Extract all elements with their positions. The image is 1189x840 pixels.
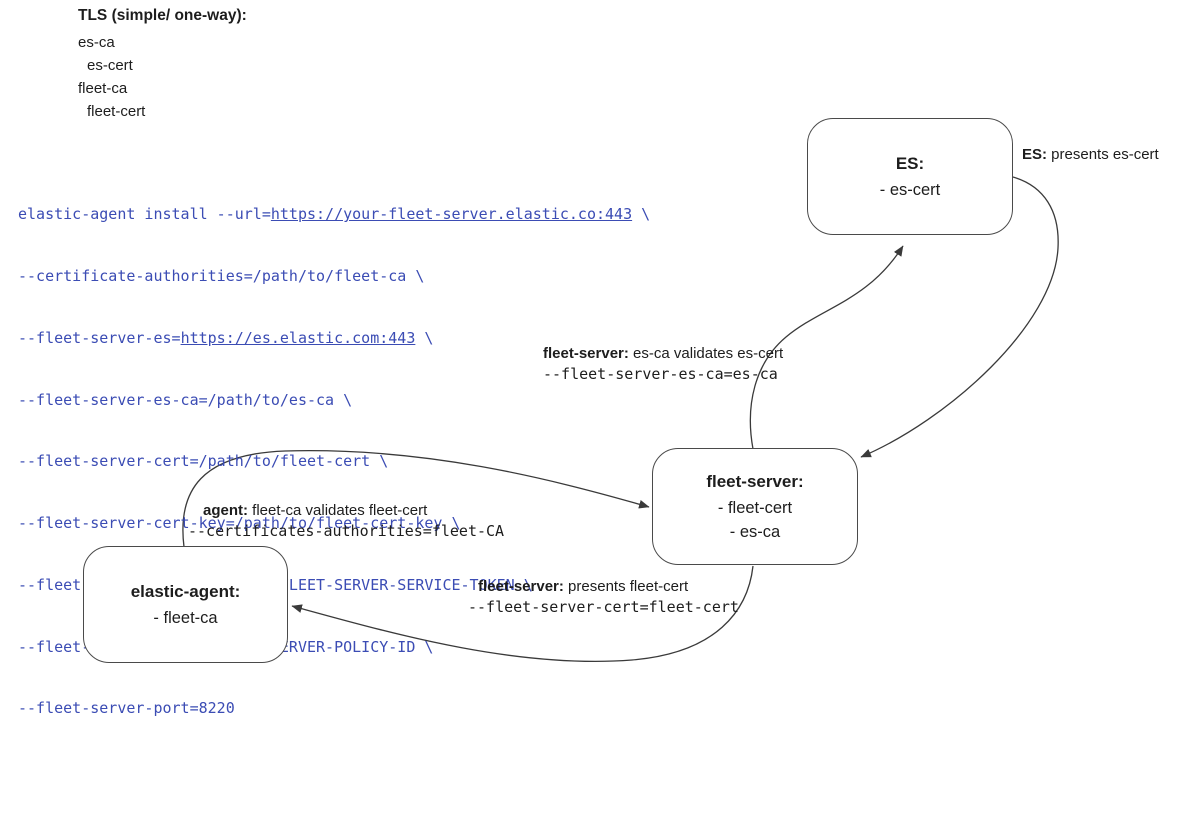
node-item: - fleet-cert — [717, 498, 793, 517]
annotation-agent-validates-fleet-cert: agent: fleet-ca validates fleet-cert --c… — [188, 501, 504, 541]
code-text: elastic-agent install --url= — [18, 205, 271, 224]
legend-item-es-cert: es-cert — [87, 57, 133, 74]
es-node: ES: - es-cert — [807, 118, 1013, 235]
arrow-fleet-server-to-es — [749, 245, 904, 450]
code-text: --fleet-server-port=8220 — [18, 699, 235, 718]
annotation-text: agent: fleet-ca validates fleet-cert — [203, 501, 504, 521]
arrow-fleet-server-to-agent — [291, 565, 754, 663]
elastic-agent-node: elastic-agent: - fleet-ca — [83, 546, 288, 663]
code-text: \ — [415, 328, 434, 347]
legend-item-es-ca: es-ca — [78, 34, 115, 51]
annotation-rest: es-ca validates es-cert — [628, 345, 784, 362]
code-line: --fleet-server-port=8220 — [18, 698, 650, 719]
annotation-rest: fleet-ca validates fleet-cert — [248, 502, 428, 519]
code-line: elastic-agent install --url=https://your… — [18, 204, 650, 225]
legend-item-fleet-ca: fleet-ca — [78, 80, 128, 97]
code-text: --fleet-server-cert=/path/to/fleet-cert … — [18, 452, 389, 471]
node-item: - fleet-ca — [153, 608, 218, 627]
annotation-text: fleet-server: es-ca validates es-cert — [543, 344, 783, 364]
annotation-subject: fleet-server: — [478, 578, 564, 595]
install-command-code: elastic-agent install --url=https://your… — [18, 163, 650, 760]
code-line: --fleet-server-cert=/path/to/fleet-cert … — [18, 451, 650, 472]
legend-title: TLS (simple/ one-way): — [78, 7, 247, 24]
annotation-rest: presents es-cert — [1047, 146, 1159, 163]
annotation-rest: presents fleet-cert — [563, 578, 689, 595]
code-line: --certificate-authorities=/path/to/fleet… — [18, 266, 650, 287]
fleet-server-url-link[interactable]: https://your-fleet-server.elastic.co:443 — [270, 205, 633, 224]
annotation-flag-code: --fleet-server-cert=fleet-cert — [468, 598, 739, 616]
annotation-text: fleet-server: presents fleet-cert — [478, 577, 739, 597]
annotation-flag-code: --certificates-authorities=fleet-CA — [188, 522, 505, 540]
code-text: \ — [632, 205, 651, 224]
annotation-subject: ES: — [1022, 146, 1048, 163]
code-text: --fleet-server-cert-key=/path/to/fleet-c… — [18, 514, 461, 533]
node-item: - es-ca — [729, 522, 781, 541]
annotation-fleet-validates-es-cert: fleet-server: es-ca validates es-cert --… — [543, 344, 783, 384]
code-line: --fleet-server-cert-key=/path/to/fleet-c… — [18, 513, 650, 534]
annotation-fleet-presents-cert: fleet-server: presents fleet-cert --flee… — [468, 577, 739, 617]
arrow-agent-to-fleet-server — [182, 450, 650, 548]
node-item: - es-cert — [879, 180, 941, 199]
code-text: --certificate-authorities=/path/to/fleet… — [18, 266, 425, 285]
code-line: --fleet-server-es-ca=/path/to/es-ca \ — [18, 390, 650, 411]
annotation-flag-code: --fleet-server-es-ca=es-ca — [543, 365, 778, 383]
annotation-subject: agent: — [203, 502, 248, 519]
fleet-server-node: fleet-server: - fleet-cert - es-ca — [652, 448, 858, 565]
node-title: ES: — [895, 153, 925, 173]
arrow-es-to-fleet-server — [860, 176, 1059, 458]
annotation-text: ES: presents es-cert — [1022, 145, 1159, 165]
code-text: --fleet-server-es-ca=/path/to/es-ca \ — [18, 390, 353, 409]
node-title: fleet-server: — [706, 471, 804, 491]
annotation-subject: fleet-server: — [543, 345, 629, 362]
code-line: --fleet-server-es=https://es.elastic.com… — [18, 328, 650, 349]
legend-item-fleet-cert: fleet-cert — [87, 103, 146, 120]
tls-legend: TLS (simple/ one-way): es-ca es-cert fle… — [78, 7, 247, 123]
node-title: elastic-agent: — [130, 581, 241, 601]
annotation-es-presents-cert: ES: presents es-cert — [1022, 145, 1159, 165]
code-text: --fleet-server-es= — [18, 328, 181, 347]
es-url-link[interactable]: https://es.elastic.com:443 — [180, 328, 416, 347]
